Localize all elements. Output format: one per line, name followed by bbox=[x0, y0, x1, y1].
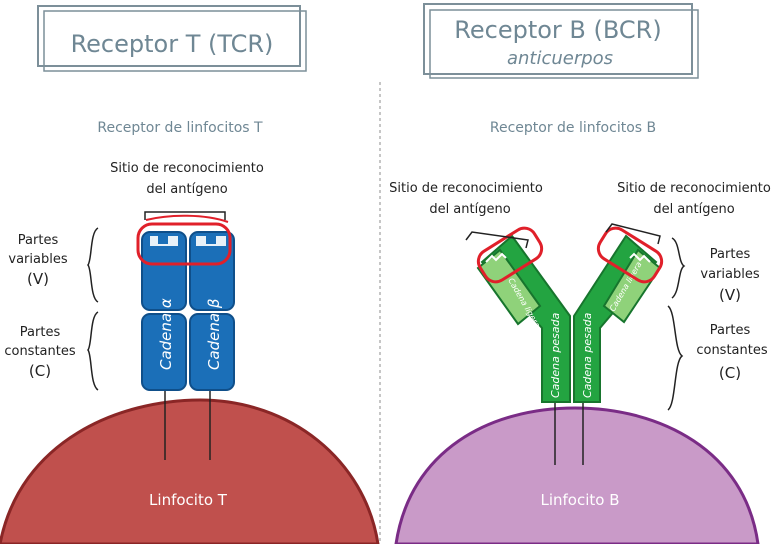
bcr-site-label-right-2: del antígeno bbox=[653, 202, 734, 217]
right-title-line1: Receptor B (BCR) bbox=[454, 16, 661, 44]
bcr-light-chain-right bbox=[602, 248, 662, 324]
right-variable-bracket bbox=[671, 237, 686, 299]
bcr-site-label-left-2: del antígeno bbox=[429, 202, 510, 217]
right-variable-label-3: (V) bbox=[719, 286, 741, 304]
right-variable-label-2: variables bbox=[700, 267, 759, 282]
b-cell-body bbox=[394, 406, 760, 544]
left-title-box: Receptor T (TCR) bbox=[37, 5, 307, 72]
tcr-beta-label: Cadena β bbox=[205, 298, 223, 370]
t-cell-label: Linfocito T bbox=[149, 491, 228, 509]
tcr-site-label-1: Sitio de reconocimiento bbox=[110, 161, 264, 176]
right-variable-label-1: Partes bbox=[710, 247, 751, 262]
bcr-site-label-right-1: Sitio de reconocimiento bbox=[617, 181, 771, 196]
tcr-receptor: Cadena α Cadena β bbox=[136, 214, 235, 460]
left-variable-label-3: (V) bbox=[27, 270, 49, 288]
left-title: Receptor T (TCR) bbox=[71, 30, 274, 58]
left-constant-label-2: constantes bbox=[4, 344, 76, 359]
bcr-site-bracket-left bbox=[465, 231, 529, 249]
tcr-beta-chain bbox=[189, 231, 235, 391]
bcr-antigen-site-highlight-right bbox=[596, 226, 664, 284]
bcr-antigen-site-highlight-left bbox=[476, 226, 544, 284]
tcr-antigen-site-highlight bbox=[136, 222, 232, 266]
bcr-site-bracket-right bbox=[605, 223, 661, 245]
right-constant-label-1: Partes bbox=[710, 323, 751, 338]
right-title-line2: anticuerpos bbox=[507, 48, 613, 69]
right-title-box: Receptor B (BCR) anticuerpos bbox=[423, 3, 699, 79]
tcr-alpha-label: Cadena α bbox=[157, 298, 175, 370]
left-constant-label-3: (C) bbox=[29, 362, 51, 380]
left-variable-label-1: Partes bbox=[18, 233, 59, 248]
right-constant-bracket bbox=[667, 305, 684, 411]
left-constant-bracket bbox=[87, 311, 99, 391]
b-cell-label: Linfocito B bbox=[540, 491, 619, 509]
tcr-alpha-chain bbox=[141, 231, 187, 391]
left-variable-bracket bbox=[87, 227, 99, 303]
left-variable-label-2: variables bbox=[8, 252, 67, 267]
bcr-heavy-label-right: Cadena pesada bbox=[581, 312, 594, 398]
bcr-light-chain-left bbox=[476, 248, 542, 326]
t-cell-body bbox=[0, 398, 380, 544]
bcr-heavy-label-left: Cadena pesada bbox=[549, 312, 562, 398]
tcr-site-bracket bbox=[144, 211, 226, 220]
bcr-site-label-left-1: Sitio de reconocimiento bbox=[389, 181, 543, 196]
left-subtitle: Receptor de linfocitos T bbox=[97, 120, 263, 136]
right-constant-label-2: constantes bbox=[696, 343, 768, 358]
right-constant-label-3: (C) bbox=[719, 364, 741, 382]
tcr-site-label-2: del antígeno bbox=[146, 182, 227, 197]
left-constant-label-1: Partes bbox=[20, 325, 61, 340]
right-subtitle: Receptor de linfocitos B bbox=[490, 120, 656, 136]
